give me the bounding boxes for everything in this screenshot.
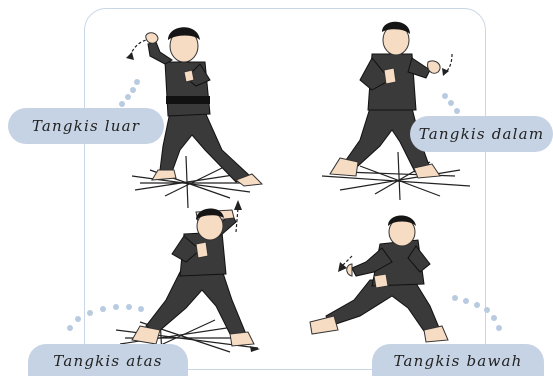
- label-tangkis-luar: Tangkis luar: [8, 108, 164, 144]
- label-tangkis-bawah: Tangkis bawah: [372, 344, 544, 376]
- dotted-trail-bawah: [452, 295, 502, 331]
- dotted-trail-atas: [67, 304, 144, 331]
- dotted-trail-luar: [119, 79, 140, 107]
- figure-tangkis-bawah: [310, 216, 448, 343]
- label-tangkis-atas: Tangkis atas: [28, 344, 188, 376]
- figure-tangkis-atas: [116, 200, 260, 356]
- figure-tangkis-dalam: [322, 22, 470, 200]
- label-tangkis-dalam: Tangkis dalam: [410, 116, 553, 152]
- dotted-trail-dalam: [442, 93, 460, 114]
